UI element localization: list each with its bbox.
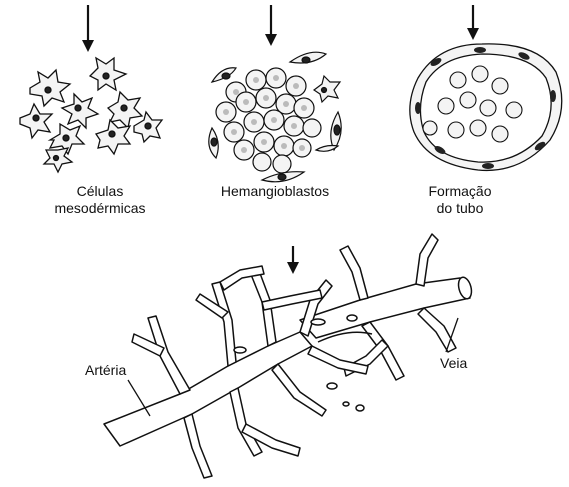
stage-label-hemangioblasts: Hemangioblastos <box>200 183 350 200</box>
mesodermal-cells-illustration <box>20 58 162 172</box>
arrow-network <box>287 246 299 274</box>
arrow-stage-1 <box>82 5 94 52</box>
artery-label: Artéria <box>85 362 126 378</box>
vein-label: Veia <box>440 355 467 371</box>
tube-formation-illustration <box>410 44 562 171</box>
stage-label-mesodermal-cells: Células mesodérmicas <box>30 183 170 217</box>
arrow-stage-3 <box>467 5 479 40</box>
hemangioblasts-illustration <box>209 52 341 182</box>
vascular-network-illustration <box>104 234 474 478</box>
stage-label-tube-formation: Formação do tubo <box>405 183 515 217</box>
arrow-stage-2 <box>265 5 277 46</box>
